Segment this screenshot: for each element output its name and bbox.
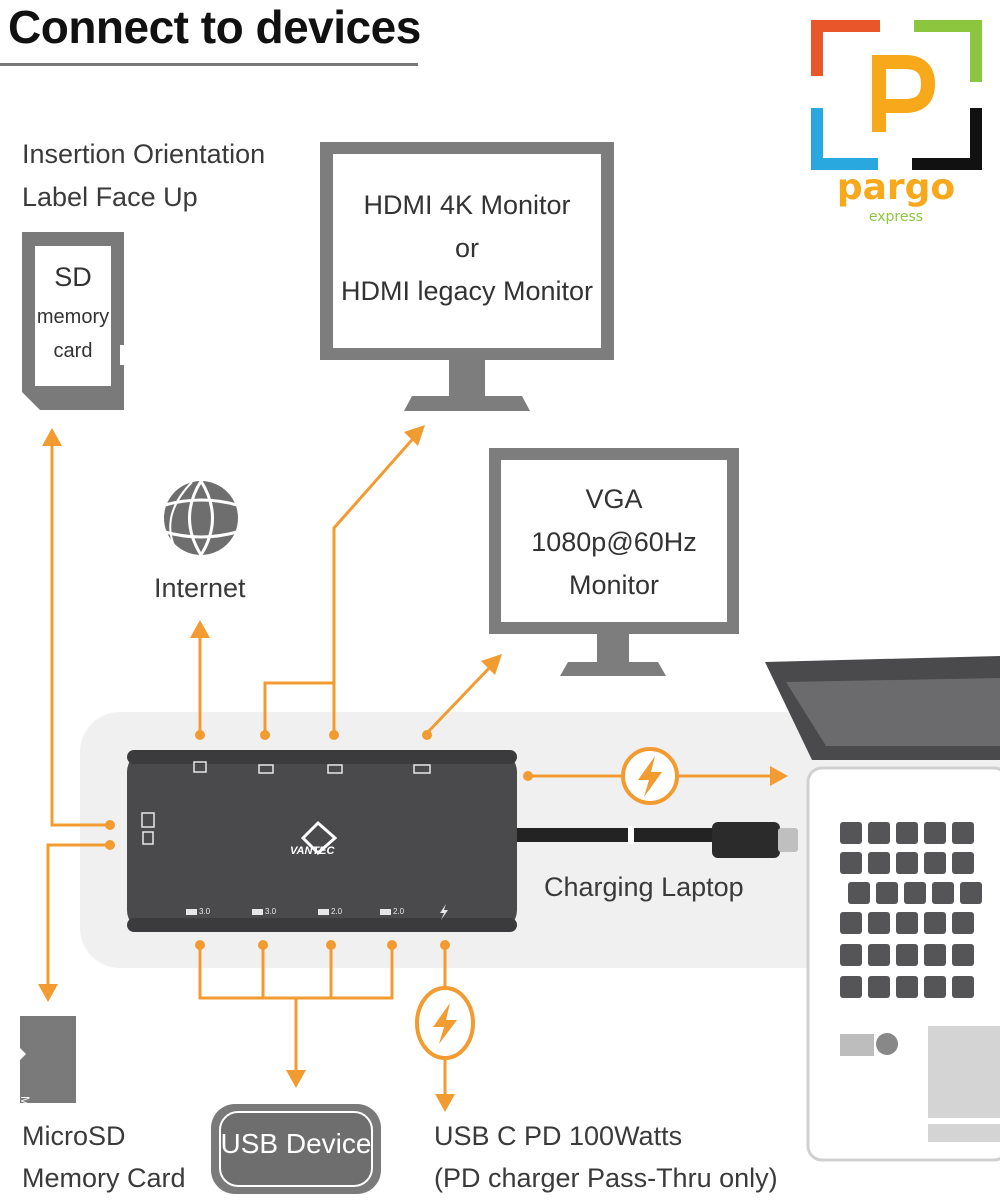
keyboard-key <box>840 944 862 966</box>
microsd-label-line2: Memory Card <box>22 1163 186 1193</box>
usb-c-hub <box>127 750 798 932</box>
title-underline <box>0 63 418 66</box>
vga-monitor-stand <box>597 634 629 662</box>
sd-orientation-line2: Label Face Up <box>22 182 198 212</box>
usbc-pd-line2: (PD charger Pass-Thru only) <box>434 1163 778 1193</box>
hub-port-label-2: 3.0 <box>265 907 277 916</box>
hdmi-monitor-line1: HDMI 4K Monitor <box>363 190 571 220</box>
keyboard-key <box>924 912 946 934</box>
logo-word: pargo <box>836 167 956 208</box>
vga-monitor-line1: VGA <box>585 484 643 514</box>
connection-lines <box>46 432 772 1098</box>
vga-monitor-line3: Monitor <box>568 570 660 600</box>
laptop-icon <box>765 656 1000 1162</box>
keyboard-key <box>924 944 946 966</box>
keyboard-key <box>896 852 918 874</box>
keyboard-key <box>924 976 946 998</box>
keyboard-key <box>952 912 974 934</box>
keyboard-key <box>868 976 890 998</box>
keyboard-key <box>952 944 974 966</box>
keyboard-key <box>868 852 890 874</box>
keyboard-key <box>840 852 862 874</box>
sd-card-label-area <box>35 246 111 386</box>
hdmi-monitor-stand <box>449 360 485 396</box>
keyboard-key <box>896 976 918 998</box>
hdmi-monitor-line2: or <box>454 233 479 263</box>
keyboard-key <box>904 882 926 904</box>
hub-brand: VANTEC <box>290 845 335 857</box>
lightning-icon-pd <box>415 986 475 1060</box>
microsd-label-line1: MicroSD <box>22 1121 126 1151</box>
sd-card-text-2: memory <box>36 306 110 328</box>
sd-card-text-1: SD <box>54 262 92 292</box>
keyboard-key <box>960 882 982 904</box>
keyboard-key <box>896 912 918 934</box>
keyboard-key <box>868 912 890 934</box>
page-title: Connect to devices <box>8 1 421 53</box>
keyboard-key <box>896 822 918 844</box>
keyboard-key <box>868 822 890 844</box>
globe-icon <box>164 480 238 556</box>
sd-card-text-3: card <box>53 340 93 362</box>
logo-sub: express <box>868 209 924 225</box>
keyboard-key <box>924 822 946 844</box>
keyboard-key <box>848 882 870 904</box>
lightning-icon-charge <box>621 747 679 805</box>
keyboard-key <box>896 944 918 966</box>
sd-orientation-line1: Insertion Orientation <box>22 139 266 169</box>
microsd-card-icon <box>20 1016 76 1103</box>
hub-port-label-3: 2.0 <box>331 907 343 916</box>
keyboard-key <box>952 822 974 844</box>
keyboard-key <box>924 852 946 874</box>
hub-port-label-4: 2.0 <box>393 907 405 916</box>
keyboard-key <box>868 944 890 966</box>
pargo-logo <box>811 20 982 170</box>
vga-monitor-line2: 1080p@60Hz <box>531 527 697 557</box>
hdmi-monitor-base <box>404 396 530 411</box>
internet-label: Internet <box>154 573 246 603</box>
keyboard-key <box>932 882 954 904</box>
keyboard-key <box>952 852 974 874</box>
usbc-pd-line1: USB C PD 100Watts <box>434 1121 683 1151</box>
keyboard-key <box>840 912 862 934</box>
keyboard-key <box>840 822 862 844</box>
hub-port-label-1: 3.0 <box>199 907 211 916</box>
connection-arrowheads <box>38 425 788 1112</box>
usb-device-label: USB Device <box>220 1128 372 1159</box>
keyboard-key <box>840 976 862 998</box>
charging-laptop-label: Charging Laptop <box>544 872 744 902</box>
port-dots <box>105 730 533 950</box>
vga-monitor-base <box>560 662 666 676</box>
keyboard-key <box>876 882 898 904</box>
hdmi-monitor-line3: HDMI legacy Monitor <box>340 276 594 306</box>
keyboard-key <box>952 976 974 998</box>
